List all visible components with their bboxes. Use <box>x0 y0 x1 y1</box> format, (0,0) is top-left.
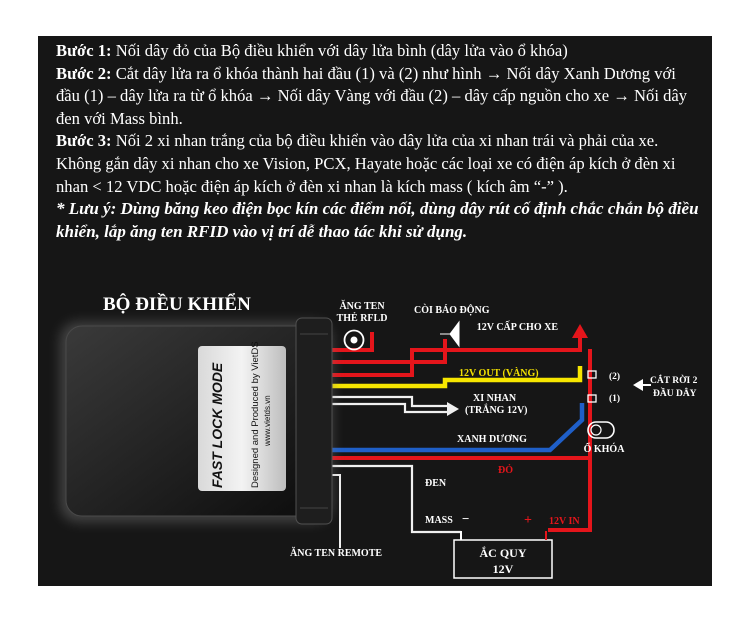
ignition-keyhole-icon <box>590 424 602 436</box>
device-maker-group: Designed and Produced by VietDS <box>250 341 261 488</box>
wire-blue <box>325 403 585 453</box>
device-site-group: www.vietds.vn <box>263 395 272 447</box>
wire-yellow <box>325 366 583 389</box>
turn-signal-label-2: (TRẮNG 12V) <box>465 403 528 416</box>
step-1: Bước 1: Nối dây đỏ của Bộ điều khiển với… <box>56 40 701 63</box>
wire-white-2 <box>325 402 450 414</box>
controller-connector <box>295 317 333 525</box>
end-2-label: (2) <box>609 371 620 382</box>
step-3-label: Bước 3: <box>56 131 112 151</box>
device-maker: Designed and Produced by VietDS <box>250 341 261 488</box>
turn-signal-arrow <box>447 402 459 416</box>
usage-note: * Lưu ý: Dùng băng keo điện bọc kín các … <box>56 199 699 241</box>
device-label <box>198 346 286 491</box>
battery-label-1: ẮC QUY <box>480 545 527 560</box>
step-2-text: Cắt dây lửa ra ổ khóa thành hai đầu (1) … <box>56 63 688 128</box>
twelve-in-label: 12V IN <box>549 516 580 527</box>
step-2-label: Bước 2: <box>56 63 112 83</box>
mass-label: MASS <box>425 515 453 526</box>
rfid-antenna-core <box>350 336 358 344</box>
wire-red-alarm <box>325 339 447 364</box>
power-out-label: 12V CẤP CHO XE <box>477 320 559 333</box>
red-wire-label: ĐỎ <box>498 464 513 476</box>
instruction-panel: Bước 1: Nối dây đỏ của Bộ điều khiển với… <box>38 36 712 586</box>
wire-red-power <box>325 335 582 377</box>
cut-label-2: ĐẦU DÂY <box>653 386 697 399</box>
controller-box <box>65 325 327 517</box>
cut-label-1: CẮT RỜI 2 <box>650 373 698 386</box>
rfid-antenna-label-1: ĂNG TEN <box>339 300 385 312</box>
battery-label-2: 12V <box>493 562 514 576</box>
wire-white-1 <box>325 395 450 408</box>
step-3: Bước 3: Nối 2 xi nhan trắng của bộ điều … <box>56 130 701 198</box>
step-1-label: Bước 1: <box>56 41 112 60</box>
wire-black <box>325 464 461 534</box>
wire-red-rfid <box>325 332 374 352</box>
step-3-text: Nối 2 xi nhan trắng của bộ điều khiển và… <box>56 131 676 196</box>
remote-antenna-label: ĂNG TEN REMOTE <box>290 547 382 559</box>
rfid-antenna-label-2: THẺ RFLD <box>337 312 388 324</box>
power-arrow <box>572 324 588 338</box>
minus-sign: − <box>462 511 469 526</box>
alarm-label: CÒI BÁO ĐỘNG <box>414 303 490 316</box>
black-wire-label: ĐEN <box>425 478 447 489</box>
wire-red-battery <box>548 458 592 532</box>
device-logo-group: FAST LOCK MODE <box>209 362 225 488</box>
plus-sign: + <box>524 513 532 528</box>
controller-title: BỘ ĐIỀU KHIỂN <box>103 293 251 315</box>
step-1-text: Nối dây đỏ của Bộ điều khiển với dây lửa… <box>111 41 568 60</box>
ignition-label: Ổ KHÓA <box>584 442 626 455</box>
cut-end-2 <box>587 370 597 379</box>
turn-signal-label-1: XI NHAN <box>473 393 517 404</box>
rfid-antenna-icon <box>343 329 365 351</box>
step-2: Bước 2: Cắt dây lửa ra ổ khóa thành hai … <box>56 63 701 131</box>
cut-arrow-icon <box>633 379 643 391</box>
alarm-siren-icon <box>440 320 460 348</box>
blue-wire-label: XANH DƯƠNG <box>457 434 527 445</box>
wiring-diagram: FAST LOCK MODE Designed and Produced by … <box>60 293 698 579</box>
yellow-wire-label: 12V OUT (VÀNG) <box>459 367 539 379</box>
device-site: www.vietds.vn <box>263 395 272 447</box>
instructions: Bước 1: Nối dây đỏ của Bộ điều khiển với… <box>56 40 701 243</box>
end-1-label: (1) <box>609 393 620 404</box>
cut-end-1 <box>587 394 597 403</box>
battery-box <box>453 539 553 579</box>
ignition-switch-icon <box>587 421 615 439</box>
device-logo: FAST LOCK MODE <box>209 362 225 488</box>
